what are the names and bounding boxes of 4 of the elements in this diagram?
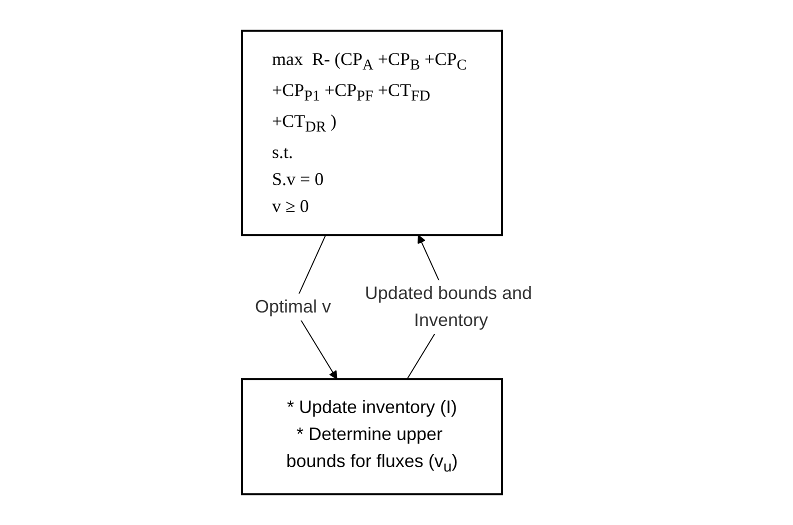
edge-label: Updated bounds and Inventory (364, 283, 532, 330)
edge-label: Optimal v (254, 296, 332, 317)
node-box: * Update inventory (I) * Determine upper bounds for fluxes (v$_{u}$) (241, 378, 503, 496)
node-box: max R- (CP$_{A}$ +CP$_{B}$ +CP$_{C}$ +CP$_{P1}$ +CP$_{PF}$ +CT$_{FD}$ +CT$_{DR}$ ) s.t. S.v = 0 v ≥ 0 (241, 30, 503, 236)
